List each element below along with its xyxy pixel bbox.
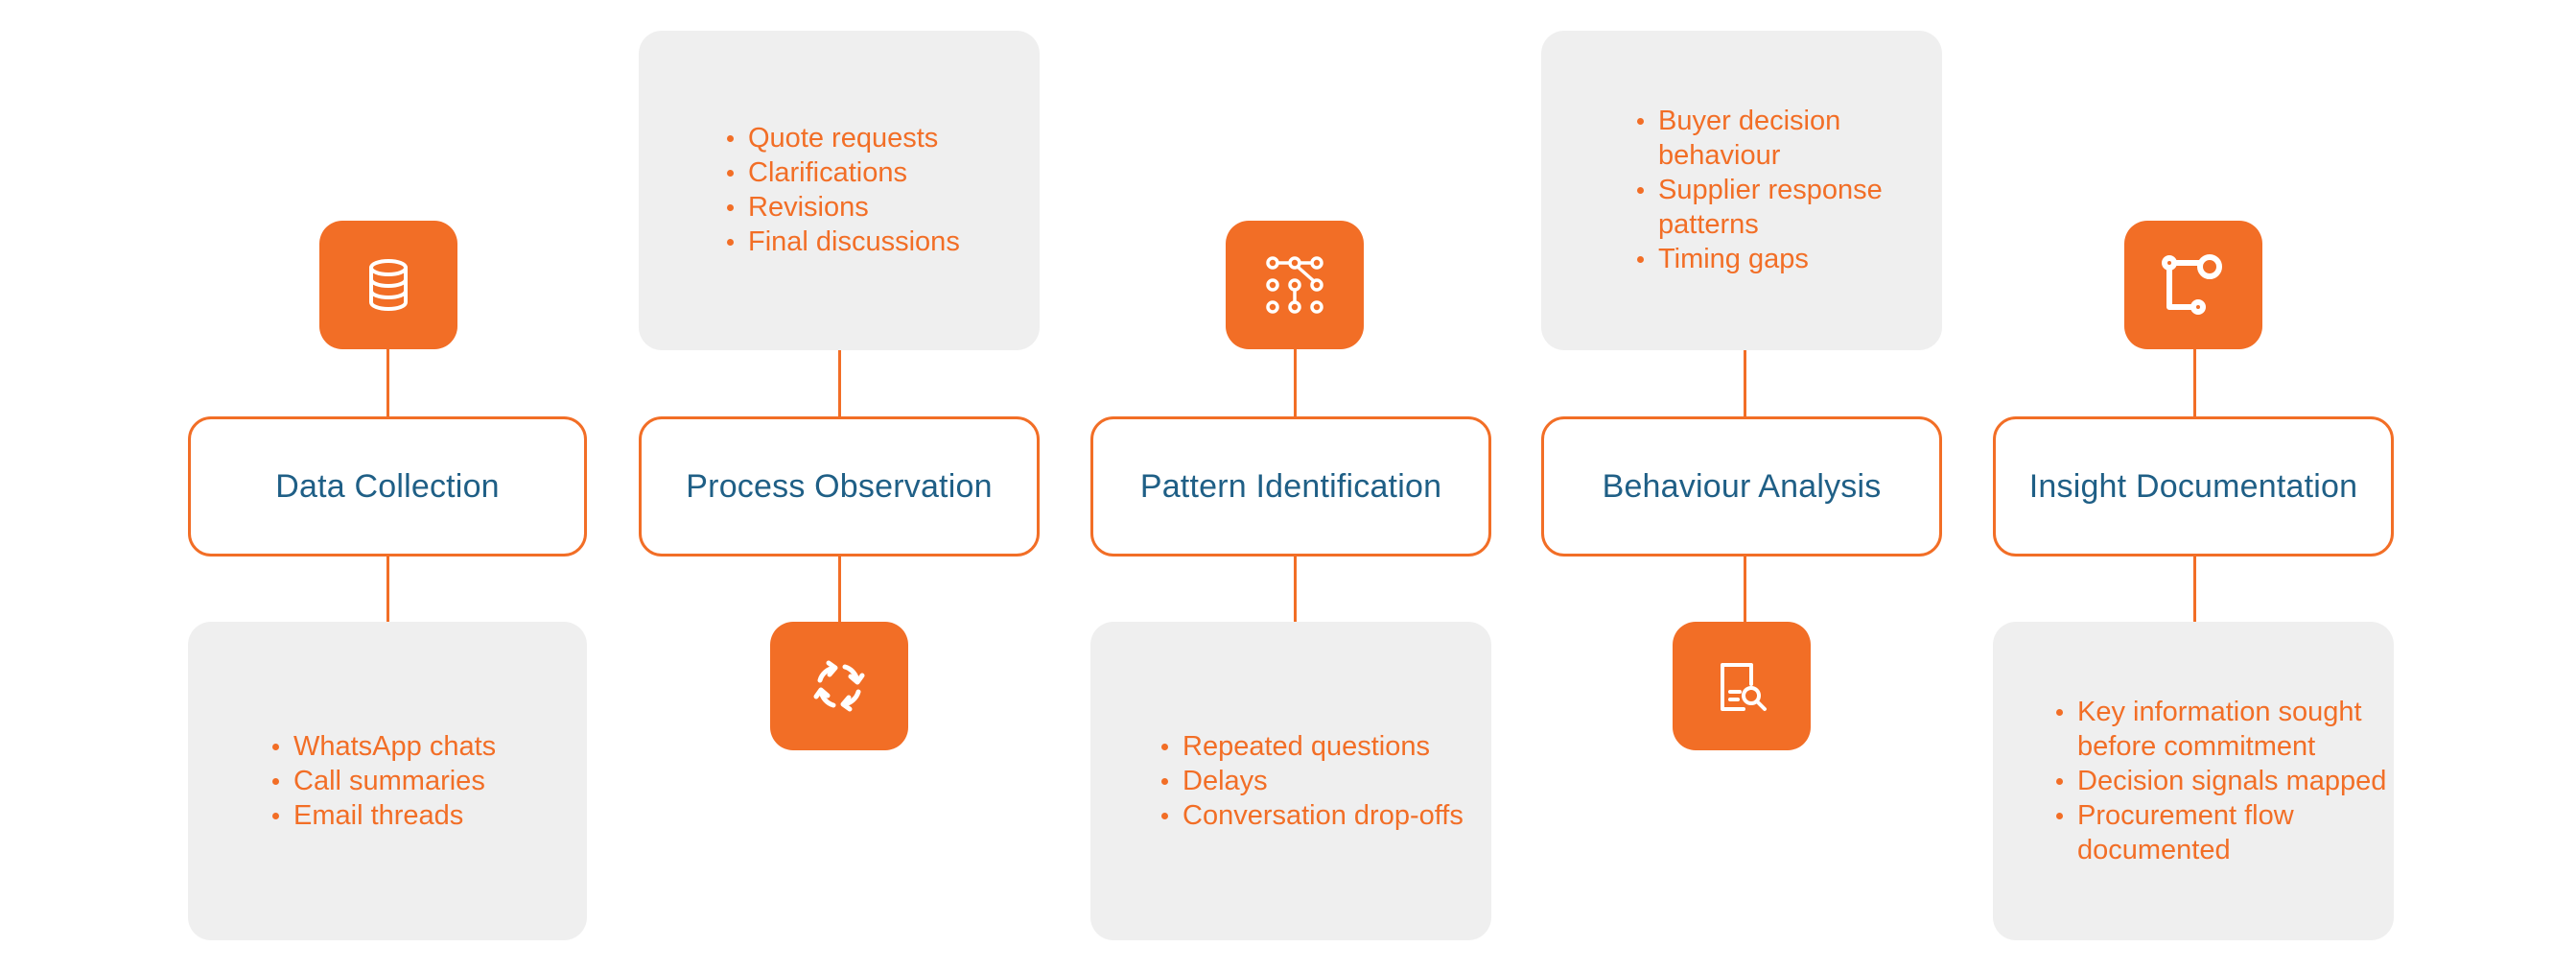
- connector: [838, 556, 841, 624]
- stage-3-icon-tile: [1226, 221, 1364, 349]
- list-item: Conversation drop-offs: [1161, 800, 1464, 831]
- stage-behaviour-analysis: Behaviour Analysis: [1541, 416, 1942, 557]
- connector: [1744, 556, 1746, 624]
- stage-1-points: WhatsApp chats Call summaries Email thre…: [269, 729, 496, 833]
- list-item: Repeated questions: [1161, 729, 1464, 764]
- document-search-icon: [1721, 663, 1767, 711]
- list-item: Buyer decision behaviour: [1637, 104, 1946, 173]
- refresh-arrows-icon: [813, 660, 865, 712]
- connector: [2193, 349, 2196, 418]
- list-item: Final discussions: [727, 226, 960, 257]
- stage-label: Insight Documentation: [2028, 467, 2358, 505]
- flow-branch-icon: [2162, 254, 2222, 315]
- connector: [386, 556, 389, 624]
- list-item: Clarifications: [727, 155, 960, 190]
- list-item: WhatsApp chats: [271, 731, 497, 762]
- list-item: Quote requests: [727, 121, 960, 155]
- stage-label: Pattern Identification: [1139, 467, 1442, 505]
- pattern-nodes-icon: [1266, 256, 1323, 314]
- stage-pattern-identification: Pattern Identification: [1090, 416, 1491, 557]
- stage-3-points: Repeated questions Delays Conversation d…: [1158, 729, 1464, 833]
- stage-label: Data Collection: [275, 467, 500, 505]
- stage-4-points: Buyer decision behaviour Supplier respon…: [1633, 104, 1946, 276]
- list-item: Decision signals mapped: [2056, 764, 2403, 798]
- stage-label: Process Observation: [686, 467, 993, 505]
- stage-4-details-card: Buyer decision behaviour Supplier respon…: [1541, 31, 1942, 350]
- list-item: Supplier response patterns: [1637, 173, 1946, 242]
- stage-5-icon-tile: [2124, 221, 2262, 349]
- connector: [1294, 556, 1297, 624]
- stage-data-collection: Data Collection: [188, 416, 587, 557]
- stage-2-details-card: Quote requests Clarifications Revisions …: [639, 31, 1040, 350]
- connector: [1294, 349, 1297, 418]
- list-item: Email threads: [271, 798, 496, 833]
- list-item: Procurement flow documented: [2056, 798, 2403, 867]
- stage-1-icon-tile: [319, 221, 457, 349]
- connector: [2193, 556, 2196, 624]
- connector: [386, 349, 389, 418]
- connector: [838, 349, 841, 418]
- list-item: Revisions: [727, 190, 960, 225]
- stage-3-details-card: Repeated questions Delays Conversation d…: [1090, 622, 1491, 940]
- stage-4-icon-tile: [1673, 622, 1811, 750]
- list-item: Key information sought before commitment: [2056, 695, 2403, 764]
- stage-2-points: Quote requests Clarifications Revisions …: [723, 121, 960, 259]
- connector: [1744, 349, 1746, 418]
- stage-5-details-card: Key information sought before commitment…: [1993, 622, 2394, 940]
- list-item: Call summaries: [271, 764, 496, 798]
- list-item: Timing gaps: [1637, 242, 1946, 276]
- list-item: Delays: [1161, 764, 1464, 798]
- stage-label: Behaviour Analysis: [1602, 467, 1882, 505]
- stage-1-details-card: WhatsApp chats Call summaries Email thre…: [188, 622, 587, 940]
- database-icon: [369, 259, 408, 312]
- stage-insight-documentation: Insight Documentation: [1993, 416, 2394, 557]
- stage-5-points: Key information sought before commitment…: [2052, 695, 2403, 867]
- stage-process-observation: Process Observation: [639, 416, 1040, 557]
- stage-2-icon-tile: [770, 622, 908, 750]
